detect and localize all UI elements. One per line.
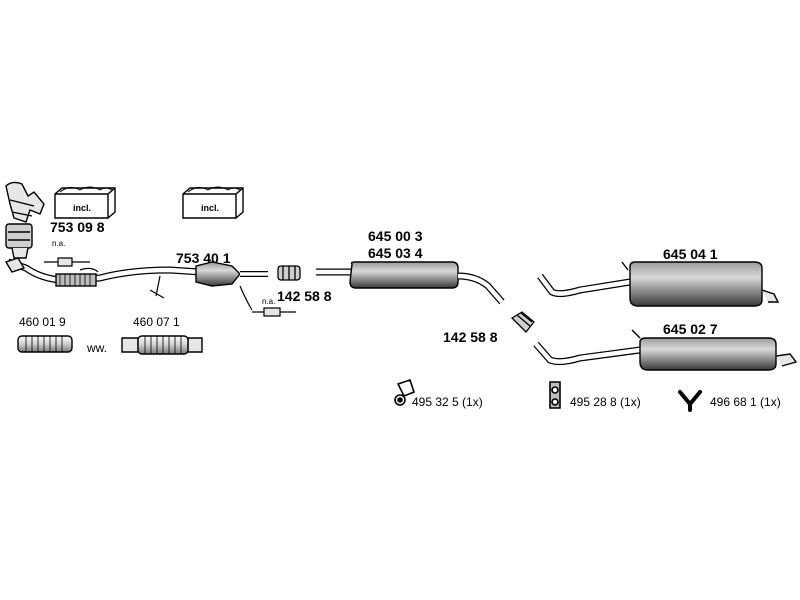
part-number-manifold-cat: 753 09 8	[50, 219, 105, 235]
parts-kit-box-2	[182, 186, 244, 219]
middle-silencer	[316, 261, 505, 305]
incl-label-2: incl.	[201, 203, 220, 213]
parts-kit-box-1	[54, 186, 116, 219]
front-pipe-catalyst	[4, 257, 268, 299]
not-available-note-2: n.a.	[262, 297, 276, 306]
clamp-1-drawing	[277, 265, 301, 281]
rear-silencer-b	[533, 329, 798, 371]
part-number-mount-1: 495 32 5 (1x)	[412, 395, 483, 409]
worldwide-note: ww.	[87, 341, 108, 355]
part-number-clamp-1: 142 58 8	[277, 288, 332, 304]
part-number-flex-pipe-1: 460 01 9	[19, 315, 66, 329]
part-number-mount-2: 495 28 8 (1x)	[570, 395, 641, 409]
part-number-rear-silencer-b: 645 02 7	[663, 321, 718, 337]
lambda-sensor-1	[44, 257, 99, 273]
not-available-note-1: n.a.	[52, 239, 66, 248]
part-number-rear-silencer-a: 645 04 1	[663, 246, 718, 262]
mount-3-drawing	[678, 390, 702, 412]
lambda-sensor-2	[239, 285, 296, 317]
part-number-front-pipe-cat: 753 40 1	[176, 250, 231, 266]
rear-silencer-a	[537, 261, 780, 307]
flex-pipe-2-drawing	[121, 335, 203, 355]
clamp-2-drawing	[510, 311, 535, 333]
incl-label-1: incl.	[73, 203, 92, 213]
flex-pipe-1-drawing	[17, 335, 73, 353]
part-number-middle-silencer-a: 645 00 3	[368, 228, 423, 244]
part-number-middle-silencer-b: 645 03 4	[368, 245, 423, 261]
part-number-clamp-2: 142 58 8	[443, 329, 498, 345]
manifold-catalyst	[5, 181, 45, 259]
part-number-mount-3: 496 68 1 (1x)	[710, 395, 781, 409]
part-number-flex-pipe-2: 460 07 1	[133, 315, 180, 329]
mount-1-drawing	[394, 378, 415, 406]
mount-2-drawing	[549, 381, 561, 409]
